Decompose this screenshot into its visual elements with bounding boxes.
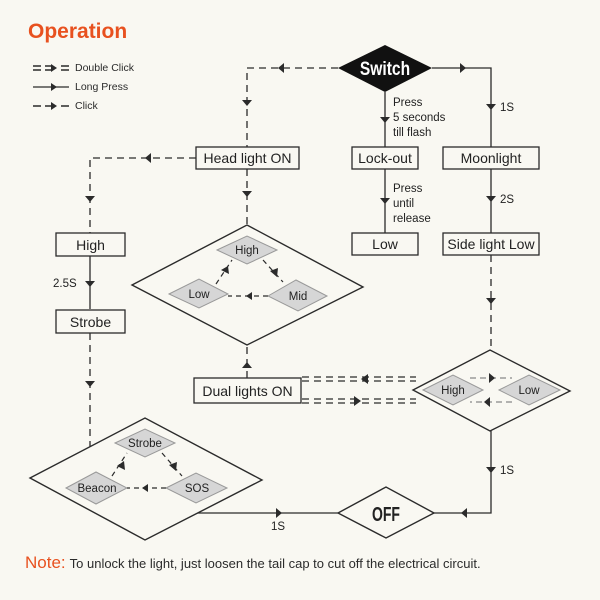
dual-low-label: Low: [518, 385, 540, 397]
special-strobe-label: Strobe: [128, 438, 162, 450]
cycle-mid-label: Mid: [289, 291, 308, 303]
arrow-down-icon: [486, 104, 496, 110]
edge-dual-off: [432, 431, 492, 514]
cycle-edge-high-mid: [262, 259, 284, 283]
arrow-down-right-icon: [270, 268, 278, 277]
headlight-cycle-diamond: [130, 224, 365, 346]
dual-cycle-diamond: [411, 349, 572, 432]
low-press-line-1: Press: [393, 183, 423, 195]
dual-off-time-label: 1S: [500, 465, 514, 477]
legend-click: Click: [33, 99, 98, 113]
high-label: High: [76, 237, 105, 253]
low-label: Low: [372, 236, 399, 252]
arrow-down-icon: [242, 100, 252, 106]
arrow-down-icon: [85, 196, 95, 202]
arrow-down-icon: [380, 198, 390, 204]
special-off-time-label: 1S: [271, 521, 285, 533]
special-sos-label: SOS: [185, 483, 210, 495]
edge-headlight-high: [89, 157, 196, 233]
cycle-high-diamond: [215, 235, 279, 265]
legend-double-click: Double Click: [33, 61, 134, 75]
off-label: OFF: [372, 502, 400, 525]
dual-low-diamond: [497, 374, 562, 406]
arrow-right-icon: [276, 508, 282, 518]
low-box: [351, 232, 419, 256]
headlight-on-box: [195, 146, 300, 170]
arrow-left-icon: [278, 63, 284, 73]
special-modes-diamond: [28, 417, 264, 541]
strobe-label: Strobe: [70, 314, 111, 330]
arrow-right-icon: [354, 396, 361, 406]
legend-label: Click: [75, 100, 98, 112]
off-diamond: [336, 486, 436, 539]
arrow-left-icon: [461, 508, 467, 518]
special-beacon-label: Beacon: [77, 483, 116, 495]
side-light-time-label: 2S: [500, 194, 514, 206]
side-light-low-box: [442, 232, 540, 256]
solid-arrow-icon: [33, 83, 69, 91]
dual-high-label: High: [441, 385, 465, 397]
arrow-down-icon: [486, 298, 496, 304]
arrow-left-icon: [246, 292, 252, 300]
dash-arrow-icon: [33, 102, 69, 110]
arrow-down-icon: [486, 196, 496, 202]
page-title: Operation: [28, 20, 128, 43]
arrow-left-icon: [145, 153, 151, 163]
note-label: Note:: [25, 553, 66, 572]
dual-lights-on-label: Dual lights ON: [202, 383, 292, 399]
arrow-left-icon: [361, 374, 368, 384]
legend-label: Double Click: [75, 62, 134, 74]
cycle-edge-low-high: [215, 259, 233, 285]
lockout-box: [351, 146, 419, 170]
legend-long-press: Long Press: [33, 80, 128, 94]
moonlight-box: [442, 146, 540, 170]
double-dash-arrow-icon: [33, 64, 69, 72]
headlight-on-label: Head light ON: [204, 150, 292, 166]
arrow-down-icon: [380, 117, 390, 123]
arrow-down-icon: [85, 381, 95, 387]
dual-lights-on-box: [193, 377, 302, 404]
arrow-down-icon: [486, 467, 496, 473]
switch-label: Switch: [360, 58, 410, 80]
special-sos-diamond: [164, 472, 229, 504]
legend-label: Long Press: [75, 81, 129, 93]
cycle-mid-diamond: [266, 279, 329, 312]
arrow-right-icon: [460, 63, 466, 73]
low-press-line-3: release: [393, 213, 431, 225]
lockout-press-line-1: Press: [393, 97, 423, 109]
edge-switch-moonlight: [432, 67, 492, 148]
dual-high-diamond: [421, 374, 485, 406]
arrow-down-icon: [242, 191, 252, 197]
low-press-line-2: until: [393, 198, 414, 210]
moonlight-label: Moonlight: [461, 150, 522, 166]
arrow-up-icon: [242, 362, 252, 368]
side-light-low-label: Side light Low: [447, 236, 535, 252]
lockout-label: Lock-out: [358, 150, 412, 166]
lockout-press-line-2: 5 seconds: [393, 112, 446, 124]
arrow-left-icon: [484, 397, 490, 407]
arrow-up-right-icon: [221, 266, 229, 274]
arrow-down-right-icon: [169, 462, 177, 471]
cycle-low-diamond: [167, 278, 230, 309]
note: Note:To unlock the light, just loosen th…: [25, 553, 481, 573]
strobe-box: [55, 309, 126, 334]
edge-switch-headlight: [246, 67, 338, 148]
moonlight-time-label: 1S: [500, 102, 514, 114]
arrow-left-icon: [142, 484, 148, 492]
arrow-right-icon: [489, 373, 495, 383]
cycle-high-label: High: [235, 245, 259, 257]
switch-diamond: [338, 45, 432, 92]
strobe-time-label: 2.5S: [53, 278, 77, 290]
arrow-up-right-icon: [117, 461, 125, 470]
lockout-press-line-3: till flash: [393, 127, 431, 139]
special-strobe-diamond: [113, 428, 177, 458]
arrow-down-icon: [85, 281, 95, 287]
cycle-low-label: Low: [188, 289, 210, 301]
high-box: [55, 232, 126, 257]
note-text: To unlock the light, just loosen the tai…: [69, 556, 481, 571]
